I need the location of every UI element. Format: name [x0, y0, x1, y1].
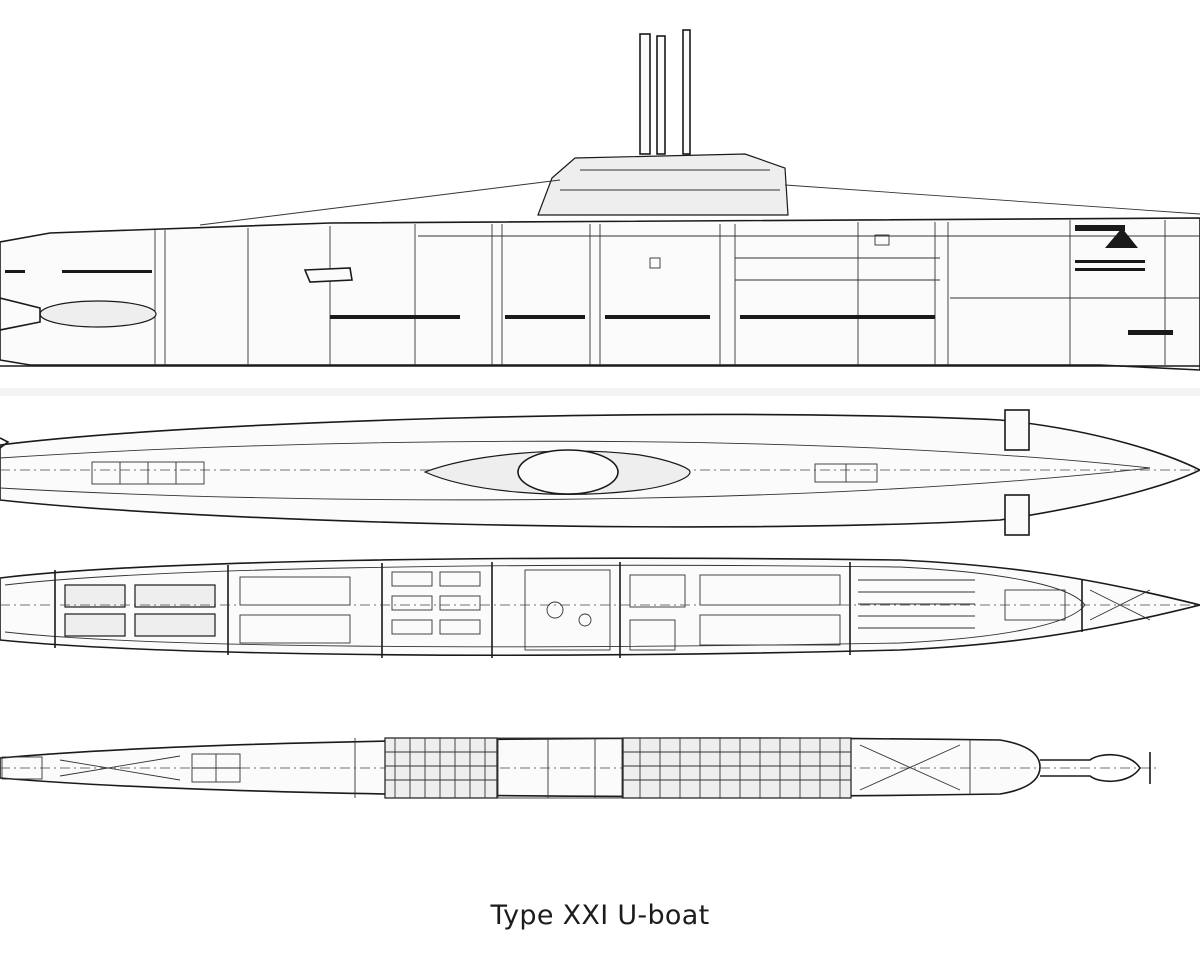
battery-grid [384, 737, 498, 799]
side-profile-view [0, 29, 1200, 396]
bow-plane [1004, 409, 1030, 451]
bow-hatch [1105, 228, 1138, 248]
interior-plan-view [0, 557, 1200, 658]
keel-hull-outline [0, 737, 1041, 798]
diagram-caption: Type XXI U-boat [490, 900, 710, 931]
snorkel-mast [682, 29, 691, 155]
periscope-mast [639, 33, 651, 155]
bow-plane [1004, 494, 1030, 536]
periscope-mast [656, 35, 666, 155]
deck-plan-view [0, 409, 1200, 536]
keel-plan-view [0, 737, 1160, 799]
battery-grid [622, 737, 852, 799]
stern-pod [39, 300, 157, 328]
conning-tower [537, 153, 789, 216]
